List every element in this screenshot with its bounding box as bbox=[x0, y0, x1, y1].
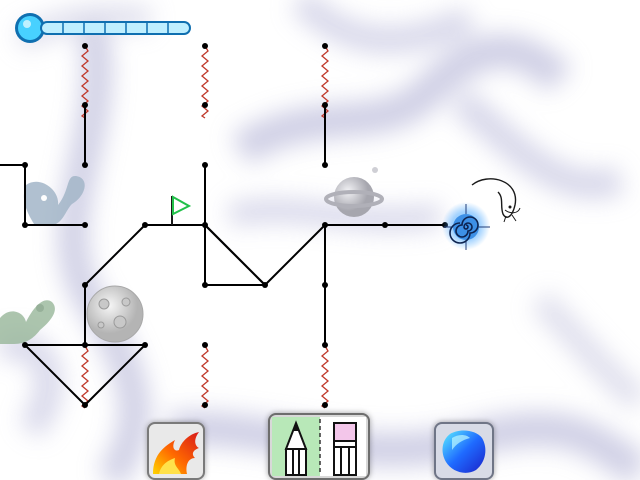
fire-icon bbox=[153, 432, 199, 474]
spring bbox=[80, 345, 90, 409]
spring bbox=[200, 345, 210, 409]
spring bbox=[320, 345, 330, 409]
planet-object bbox=[324, 167, 384, 217]
blob-creature bbox=[23, 175, 85, 224]
draw-tool-button[interactable] bbox=[268, 413, 370, 480]
spring bbox=[200, 45, 210, 119]
pencil-eraser-icon bbox=[272, 417, 366, 476]
track-segment bbox=[204, 224, 266, 286]
gem-tool-button[interactable] bbox=[434, 422, 494, 480]
blue-gem-icon bbox=[442, 430, 486, 473]
vortex-portal-icon bbox=[442, 178, 521, 250]
energy-thermometer bbox=[15, 13, 191, 43]
fire-tool-button[interactable] bbox=[147, 422, 205, 480]
track-segment bbox=[0, 164, 85, 226]
flag-icon bbox=[171, 195, 192, 225]
moon-object bbox=[86, 285, 144, 343]
track-nodes bbox=[22, 43, 448, 408]
green-blob-creature bbox=[0, 300, 55, 344]
